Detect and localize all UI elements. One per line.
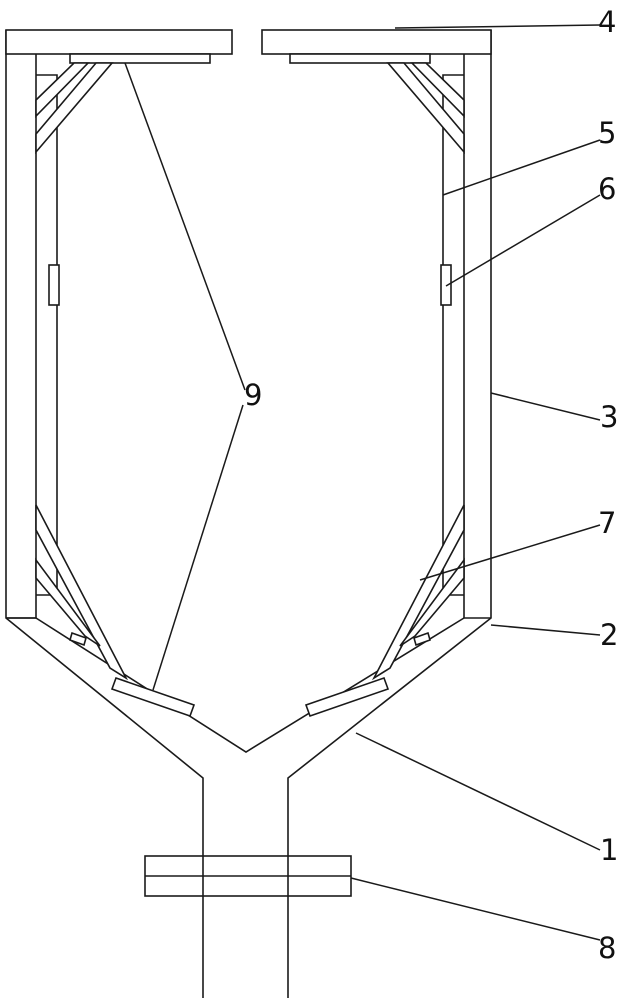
label-5: 5: [598, 116, 616, 150]
reference-numerals: 4 5 6 9 3 7 2 1 8: [244, 5, 618, 965]
label-8: 8: [598, 931, 616, 965]
side-blocks: [49, 265, 451, 305]
label-7: 7: [598, 506, 616, 540]
label-4: 4: [598, 5, 616, 39]
inner-liner: [36, 75, 464, 595]
label-1: 1: [600, 833, 618, 867]
leader-lines: [125, 25, 600, 940]
label-9: 9: [244, 378, 262, 412]
label-3: 3: [600, 400, 618, 434]
upper-braces: [36, 63, 464, 152]
label-6: 6: [598, 172, 616, 206]
outer-wall: [6, 30, 491, 998]
top-cover: [6, 30, 491, 63]
label-2: 2: [600, 618, 618, 652]
lower-supports: [36, 505, 464, 678]
pipe-flange: [145, 856, 351, 896]
